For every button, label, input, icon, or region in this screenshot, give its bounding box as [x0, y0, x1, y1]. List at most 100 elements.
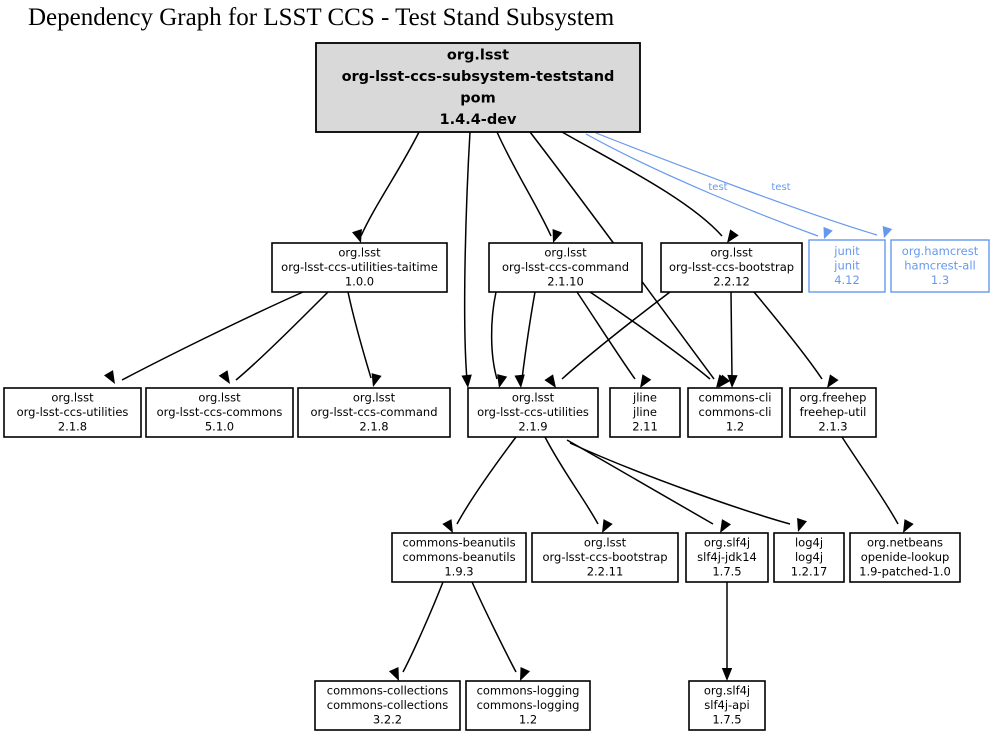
- node-text-line: 1.3: [931, 273, 949, 287]
- graph-node-openide[interactable]: org.netbeansopenide-lookup1.9-patched-1.…: [849, 532, 961, 583]
- node-text-line: org.lsst: [51, 391, 94, 405]
- node-text-line: slf4j-jdk14: [697, 550, 757, 564]
- edge-arrowhead: [371, 373, 382, 387]
- node-text-line: org-lsst-ccs-utilities-taitime: [281, 260, 438, 274]
- dependency-edge: [753, 291, 839, 388]
- edge-arrowhead: [352, 229, 362, 243]
- node-text-line: org-lsst-ccs-subsystem-teststand: [342, 69, 615, 85]
- node-text-line: slf4j-api: [704, 698, 749, 712]
- graph-node-root[interactable]: org.lsstorg-lsst-ccs-subsystem-teststand…: [315, 42, 641, 133]
- node-box[interactable]: [145, 387, 294, 438]
- node-text-line: 2.1.8: [359, 420, 388, 434]
- node-text-line: 2.1.3: [818, 420, 847, 434]
- node-text-line: 2.11: [632, 420, 658, 434]
- dependency-edge: [721, 582, 733, 681]
- graph-node-collections[interactable]: commons-collectionscommons-collections3.…: [314, 680, 461, 731]
- node-box[interactable]: [685, 532, 769, 583]
- node-box[interactable]: [271, 242, 448, 293]
- node-text-line: commons-collections: [327, 698, 448, 712]
- node-text-line: org.hamcrest: [902, 244, 979, 258]
- node-text-line: 1.7.5: [712, 565, 741, 579]
- node-box[interactable]: [467, 387, 599, 438]
- node-text-line: 1.2: [519, 713, 537, 727]
- graph-node-taitime[interactable]: org.lsstorg-lsst-ccs-utilities-taitime1.…: [271, 242, 448, 293]
- node-text-line: 4.12: [834, 273, 860, 287]
- edge-arrowhead: [727, 229, 739, 243]
- edge-arrowhead: [218, 370, 230, 384]
- edge-arrowhead: [797, 518, 807, 532]
- node-box[interactable]: [3, 387, 142, 438]
- node-text-line: log4j: [795, 536, 823, 550]
- node-box[interactable]: [890, 239, 990, 293]
- node-text-line: 2.1.9: [518, 420, 547, 434]
- node-box[interactable]: [660, 242, 803, 293]
- node-box[interactable]: [688, 680, 766, 731]
- dependency-edge: [496, 131, 563, 243]
- node-text-line: 5.1.0: [205, 420, 234, 434]
- edge-arrowhead: [442, 519, 453, 533]
- dependency-edge: [544, 291, 671, 388]
- node-text-line: org.freehep: [800, 391, 867, 405]
- node-box[interactable]: [297, 387, 451, 438]
- node-box[interactable]: [849, 532, 961, 583]
- edge-line: [569, 442, 791, 525]
- node-box[interactable]: [465, 680, 591, 731]
- node-text-line: org.lsst: [584, 536, 627, 550]
- edge-line: [490, 291, 498, 380]
- node-text-line: commons-cli: [699, 405, 772, 419]
- node-text-line: 1.4.4-dev: [440, 112, 518, 128]
- edge-arrowhead: [903, 519, 914, 533]
- node-text-line: log4j: [795, 550, 823, 564]
- node-box[interactable]: [315, 42, 641, 133]
- edge-line: [521, 291, 536, 380]
- node-text-line: 1.9-patched-1.0: [859, 565, 951, 579]
- node-text-line: 2.1.8: [58, 420, 87, 434]
- node-text-line: org-lsst-ccs-command: [502, 260, 629, 274]
- dependency-edge: [569, 442, 807, 532]
- edge-arrowhead: [827, 374, 839, 388]
- node-box[interactable]: [314, 680, 461, 731]
- node-box[interactable]: [609, 387, 681, 438]
- dependency-edge: [461, 131, 472, 388]
- node-box[interactable]: [808, 239, 886, 293]
- edge-line: [496, 131, 552, 237]
- edge-arrowhead: [461, 374, 472, 388]
- edge-arrowhead: [520, 667, 531, 681]
- dependency-edge: [727, 291, 738, 388]
- node-text-line: commons-logging: [477, 698, 580, 712]
- node-box[interactable]: [789, 387, 877, 438]
- edge-line: [360, 131, 420, 237]
- edge-line: [463, 131, 471, 381]
- node-text-line: freehep-util: [800, 405, 867, 419]
- node-box[interactable]: [531, 532, 679, 583]
- node-box[interactable]: [488, 242, 643, 293]
- edge-line: [235, 291, 329, 381]
- node-text-line: 2.2.12: [713, 275, 750, 289]
- node-box[interactable]: [687, 387, 783, 438]
- node-text-line: org.lsst: [512, 391, 555, 405]
- node-box[interactable]: [773, 532, 845, 583]
- edge-line: [589, 291, 711, 380]
- node-box[interactable]: [391, 532, 527, 583]
- node-text-line: hamcrest-all: [904, 259, 976, 273]
- dependency-edge: [218, 291, 329, 384]
- node-text-line: 2.2.11: [587, 565, 624, 579]
- edge-line: [561, 131, 723, 237]
